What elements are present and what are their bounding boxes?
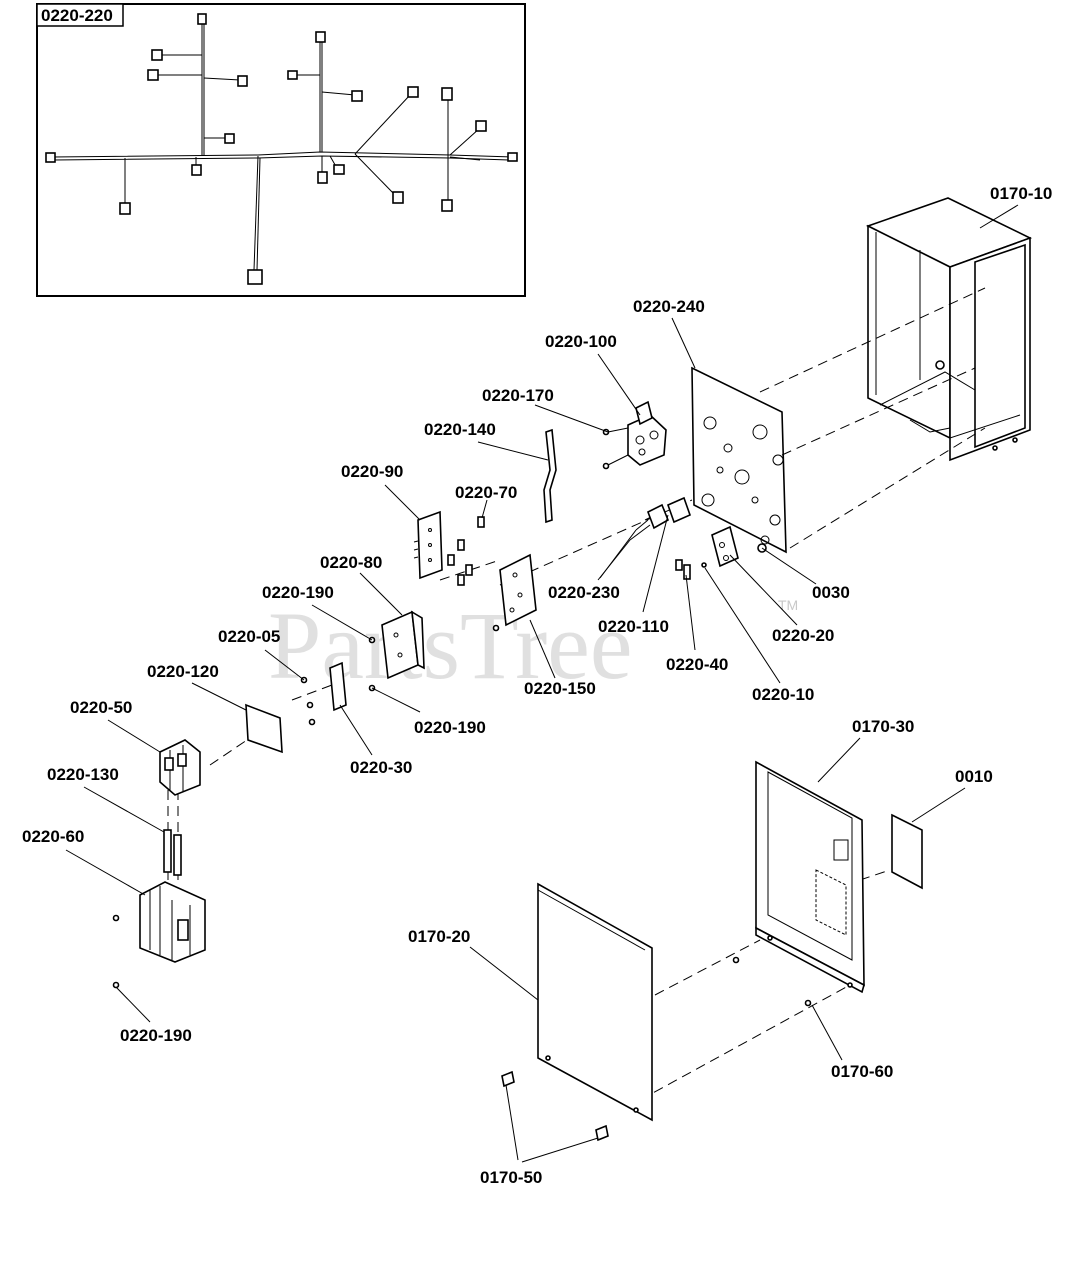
callout-0220-60: 0220-60: [22, 827, 84, 846]
callout-0170-60: 0170-60: [831, 1062, 893, 1081]
callout-0220-20: 0220-20: [772, 626, 834, 645]
small-connectors: [629, 496, 692, 541]
decal: [891, 813, 923, 890]
control-board: [413, 510, 443, 580]
callout-0010: 0010: [955, 767, 993, 786]
callout-0220-130: 0220-130: [47, 765, 119, 784]
callout-0220-150: 0220-150: [524, 679, 596, 698]
backplate: [691, 366, 787, 554]
strap: [543, 428, 557, 524]
callout-0220-170: 0220-170: [482, 386, 554, 405]
door-frame: [732, 760, 865, 1007]
callout-0220-190-middle: 0220-190: [414, 718, 486, 737]
callout-0220-05: 0220-05: [218, 627, 280, 646]
callout-0170-10: 0170-10: [990, 184, 1052, 203]
watermark: PartsTree: [268, 592, 632, 699]
terminal-strip: [300, 661, 347, 726]
callout-0220-140: 0220-140: [424, 420, 496, 439]
callout-0030: 0030: [812, 583, 850, 602]
callout-0220-240: 0220-240: [633, 297, 705, 316]
callout-0220-50: 0220-50: [70, 698, 132, 717]
callout-0220-230: 0220-230: [548, 583, 620, 602]
callout-labels: 0170-10 0220-240 0220-100 0220-170 0220-…: [22, 184, 1052, 1187]
callout-0220-10: 0220-10: [752, 685, 814, 704]
bracket: [368, 610, 425, 692]
callout-0220-30: 0220-30: [350, 758, 412, 777]
callout-0220-80: 0220-80: [320, 553, 382, 572]
label-card: [245, 703, 283, 754]
callout-0170-20: 0170-20: [408, 927, 470, 946]
standoffs: [447, 516, 485, 586]
watermark-trademark: TM: [778, 597, 798, 613]
door-panel: [501, 882, 653, 1142]
callout-0220-120: 0220-120: [147, 662, 219, 681]
callout-0220-40: 0220-40: [666, 655, 728, 674]
mounting-plate: [492, 553, 537, 632]
inset-label: 0220-220: [41, 6, 113, 25]
callout-0220-190-upper: 0220-190: [262, 583, 334, 602]
transfer-switch: [112, 881, 206, 989]
leader-lines: [65, 204, 1019, 1163]
callout-0220-110: 0220-110: [598, 617, 669, 636]
callout-0220-90: 0220-90: [341, 462, 403, 481]
wire-harness-inset: 0220-220: [36, 3, 526, 297]
callout-0220-100: 0220-100: [545, 332, 617, 351]
callout-0170-50: 0170-50: [480, 1168, 542, 1187]
relay-block: [602, 400, 667, 470]
enclosure-box: [865, 197, 1033, 462]
callout-0220-190-lower: 0220-190: [120, 1026, 192, 1045]
callout-0220-70: 0220-70: [455, 483, 517, 502]
callout-0170-30: 0170-30: [852, 717, 914, 736]
fuse-links: [163, 829, 182, 876]
circuit-breaker: [159, 739, 201, 796]
